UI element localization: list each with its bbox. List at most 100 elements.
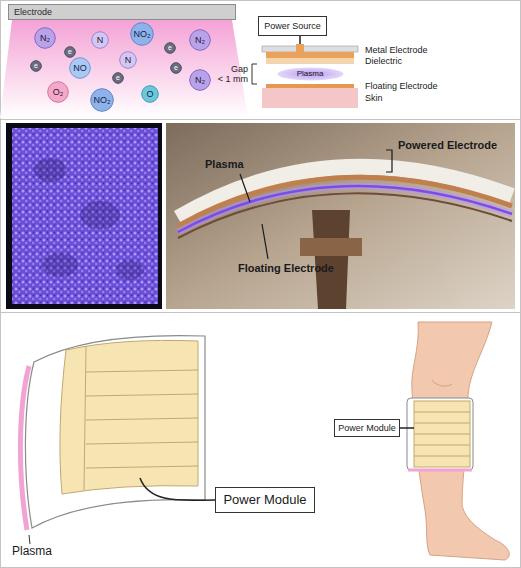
particle-circle: e <box>164 42 176 54</box>
plasma-square <box>12 128 158 304</box>
label-bracket <box>386 150 392 172</box>
power-wire <box>400 427 414 429</box>
particle-circle: e <box>30 60 42 72</box>
electrode-stripes <box>414 412 470 456</box>
label-holder: Powered Electrode <box>398 139 497 152</box>
metal-electrode-layer <box>266 52 354 58</box>
part-label: Plasma <box>12 545 52 559</box>
module-box: Power Module <box>215 487 315 513</box>
label-holder: Floating Electrode <box>238 262 334 275</box>
node-text: e <box>174 64 178 72</box>
knee-line <box>432 380 452 386</box>
node-text: N₂ <box>195 75 205 85</box>
particle-circle: N₂ <box>189 29 211 51</box>
circle-shape <box>48 82 69 103</box>
node-text: Electrode <box>14 7 52 17</box>
label-holder: Dielectric <box>365 56 402 66</box>
particle-circle: NO <box>69 57 91 79</box>
dielectric-layer <box>266 58 354 64</box>
part-label: Dielectric <box>365 56 402 66</box>
label-holder: < 1 mm <box>218 74 248 84</box>
circle-shape <box>31 61 42 72</box>
electrode-bar: Electrode <box>8 4 236 20</box>
panel-divider <box>0 119 521 120</box>
patch-electrode <box>60 340 198 494</box>
label-holder: Gap <box>231 64 248 74</box>
skin-layer <box>262 88 358 108</box>
circle-shape <box>142 86 159 103</box>
photo-background <box>6 123 162 309</box>
ellipse-shape <box>277 68 343 81</box>
plasma-ellipse: Plasma <box>277 67 344 81</box>
node-text: O <box>146 89 153 99</box>
node-text: e <box>68 48 72 56</box>
circle-shape <box>70 58 91 79</box>
leg-figure <box>412 322 510 560</box>
node-text: N <box>125 55 132 65</box>
power-wire <box>140 478 215 500</box>
part-label: Metal Electrode <box>365 45 428 55</box>
housing-layer <box>262 46 358 52</box>
floating-electrode <box>178 193 512 238</box>
node-text: e <box>168 44 172 52</box>
node-text: NO <box>73 63 87 73</box>
circle-shape <box>131 23 154 46</box>
node-text: Power Module <box>223 493 306 508</box>
circle-shape <box>190 70 211 91</box>
node-text: N₂ <box>195 35 205 45</box>
plasma-edge <box>20 366 29 530</box>
holder-stand <box>312 210 350 309</box>
particle-circle: NO₂ <box>130 22 154 46</box>
gap-bracket <box>252 64 257 84</box>
circle-shape <box>91 89 114 112</box>
photo-shade <box>42 253 78 277</box>
node-text: N₂ <box>40 33 50 43</box>
circle-shape <box>113 73 124 84</box>
holder-clamp <box>300 238 362 256</box>
part-label: < 1 mm <box>218 74 248 84</box>
module-box: Power Source <box>258 16 327 36</box>
particle-circle: N <box>91 31 109 49</box>
particle-circle: O <box>141 85 159 103</box>
node-text: O₂ <box>53 87 64 97</box>
electrode-stem <box>296 44 304 52</box>
label-holder: Floating Electrode <box>365 81 438 91</box>
photo-shade <box>80 201 120 229</box>
photo-shade <box>116 260 144 280</box>
node-text: e <box>34 62 38 70</box>
part-label: Floating Electrode <box>238 262 334 275</box>
leader-line <box>262 224 268 259</box>
part-label: Plasma <box>205 158 244 171</box>
plasma-region <box>0 20 248 118</box>
leader-line <box>240 174 250 202</box>
label-holder: Skin <box>365 93 383 103</box>
circle-shape <box>120 52 137 69</box>
panel-divider <box>0 312 521 313</box>
node-text: e <box>116 74 120 82</box>
photo-background <box>166 123 515 309</box>
part-label: Floating Electrode <box>365 81 438 91</box>
label-holder: Plasma <box>12 545 52 559</box>
node-text: Power Module <box>338 423 396 433</box>
particle-circle: N₂ <box>34 27 56 49</box>
node-text: Power Source <box>264 21 321 31</box>
electrode-stripes <box>86 370 198 468</box>
particle-circle: e <box>112 72 124 84</box>
particle-circle: NO₂ <box>90 88 114 112</box>
wrap-electrode <box>414 401 470 467</box>
node-text: Plasma <box>297 69 324 78</box>
circle-shape <box>65 47 76 58</box>
part-label: Gap <box>231 64 248 74</box>
circle-shape <box>171 63 182 74</box>
floating-electrode-layer <box>266 84 354 88</box>
wrap-band <box>407 398 473 470</box>
label-holder: Plasma <box>205 158 244 171</box>
label-holder: Metal Electrode <box>365 45 428 55</box>
particle-circle: N <box>119 51 137 69</box>
particle-circle: e <box>170 62 182 74</box>
module-box: Power Module <box>334 419 400 437</box>
circle-shape <box>92 32 109 49</box>
